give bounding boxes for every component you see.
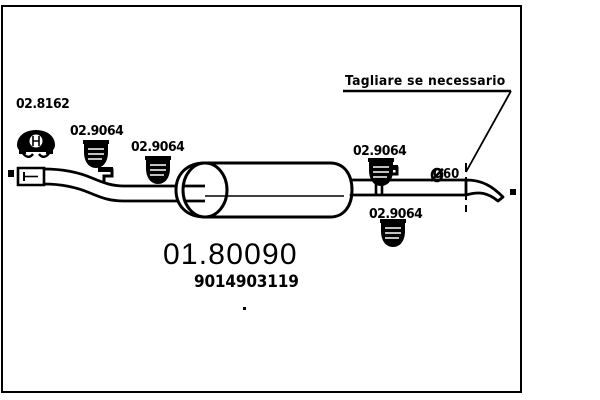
oem-reference-number: 9014903119 <box>194 272 299 292</box>
callout-label-clamp-3: 02.9064 <box>353 143 407 159</box>
diagram-frame-border <box>1 5 522 393</box>
exhaust-clamp-icon-2 <box>145 156 171 184</box>
rubber-mount-icon <box>17 130 55 158</box>
pipe-bracket-left <box>98 167 114 182</box>
cut-if-necessary-note: Tagliare se necessario <box>345 74 506 89</box>
outlet-tip <box>464 178 516 203</box>
callout-label-mount-left: 02.8162 <box>16 96 70 112</box>
inlet-flange-icon <box>8 166 46 187</box>
callout-label-clamp-4: 02.9064 <box>369 206 423 222</box>
exhaust-clamp-icon-1 <box>83 140 109 168</box>
callout-label-clamp-1: 02.9064 <box>70 123 124 139</box>
front-pipe <box>42 167 186 203</box>
callout-label-clamp-2: 02.9064 <box>131 139 185 155</box>
diameter-label: Ø60 <box>433 167 460 182</box>
muffler-body <box>174 161 354 219</box>
exhaust-clamp-icon-4 <box>380 219 406 247</box>
exhaust-clamp-icon-3 <box>368 158 394 186</box>
diameter-symbol-icon <box>430 167 444 183</box>
centering-dot-mark <box>243 307 246 310</box>
main-part-number: 01.80090 <box>163 238 298 271</box>
cut-note-leader <box>343 89 512 173</box>
